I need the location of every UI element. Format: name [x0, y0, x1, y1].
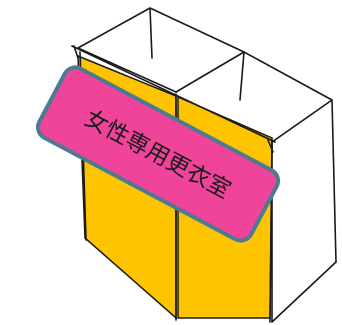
sign-plate: [35, 65, 281, 243]
